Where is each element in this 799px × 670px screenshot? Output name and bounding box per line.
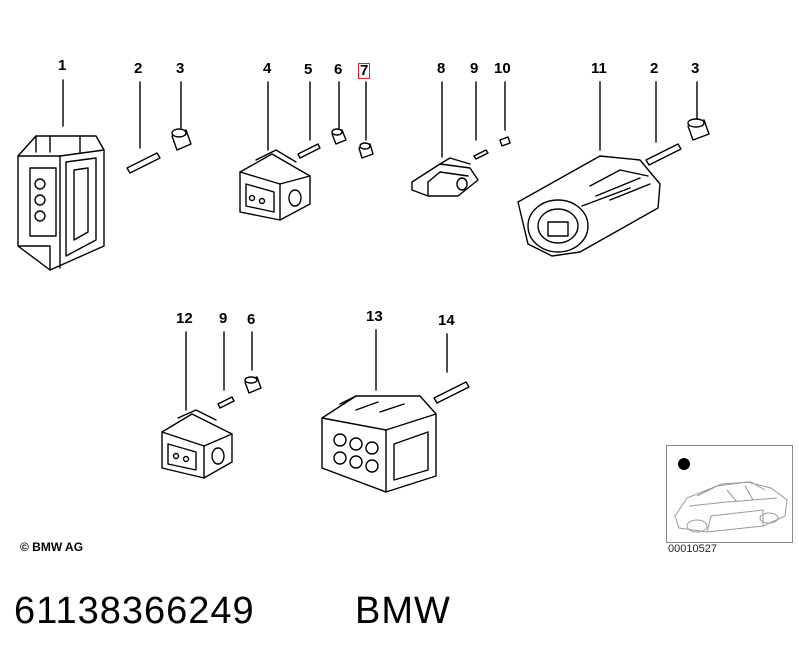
callout-12: 12 bbox=[176, 310, 193, 327]
callout-14: 14 bbox=[438, 312, 455, 329]
part-12-connector bbox=[161, 409, 233, 479]
part-6-seal-lower bbox=[244, 376, 262, 394]
brand-name: BMW bbox=[355, 590, 451, 632]
part-3-seal bbox=[171, 128, 192, 151]
callout-2: 2 bbox=[134, 60, 143, 77]
part-2-pin-right bbox=[645, 143, 682, 166]
callout-3: 3 bbox=[176, 60, 185, 77]
car-outline-icon bbox=[674, 458, 788, 533]
part-13-housing bbox=[321, 395, 437, 493]
part-9-pin bbox=[473, 149, 489, 160]
part-1-housing bbox=[17, 135, 105, 271]
callout-7-highlighted[interactable]: 7 bbox=[358, 62, 371, 79]
vehicle-location-thumbnail bbox=[666, 445, 793, 543]
part-6-seal bbox=[331, 128, 347, 145]
diagram-code: 00010527 bbox=[668, 543, 717, 555]
callout-5: 5 bbox=[304, 61, 313, 78]
part-8-connector bbox=[411, 157, 479, 197]
callout-10: 10 bbox=[494, 60, 511, 77]
part-3-seal-right bbox=[687, 118, 710, 141]
part-4-connector bbox=[239, 149, 311, 221]
part-2-pin bbox=[126, 152, 161, 174]
part-number: 61138366249 bbox=[14, 590, 255, 632]
callout-13: 13 bbox=[366, 308, 383, 325]
callout-9-lower: 9 bbox=[219, 310, 228, 327]
part-9-pin-lower bbox=[217, 396, 235, 409]
leader-lines bbox=[62, 79, 698, 411]
part-14-pin bbox=[433, 381, 470, 404]
callout-3-right: 3 bbox=[691, 60, 700, 77]
part-11-connector bbox=[517, 155, 661, 257]
callout-11: 11 bbox=[591, 60, 607, 77]
part-10-seal bbox=[499, 136, 511, 147]
part-7-seal bbox=[358, 142, 374, 159]
callout-1: 1 bbox=[58, 57, 67, 74]
copyright-text: © BMW AG bbox=[20, 540, 84, 554]
callout-4: 4 bbox=[263, 60, 272, 77]
callout-2-right: 2 bbox=[650, 60, 659, 77]
callout-6: 6 bbox=[334, 61, 343, 78]
part-5-pin bbox=[297, 143, 321, 159]
callout-6-lower: 6 bbox=[247, 311, 256, 328]
callout-8: 8 bbox=[437, 60, 446, 77]
callout-9: 9 bbox=[470, 60, 479, 77]
